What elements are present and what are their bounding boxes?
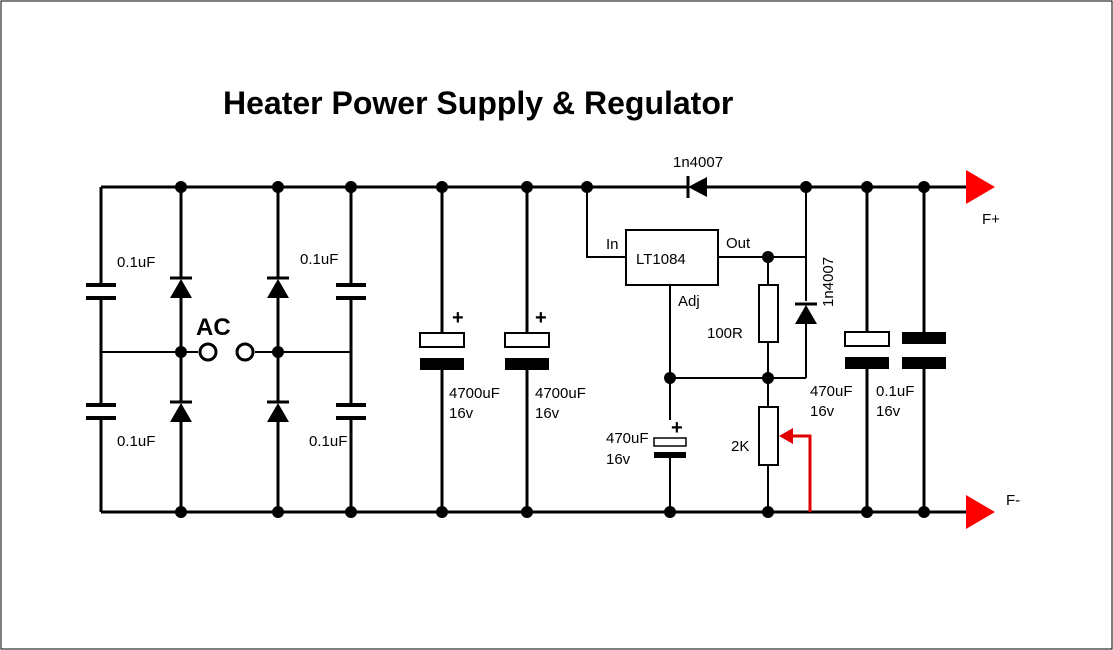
- cap-label-bottom-left: 0.1uF: [117, 433, 155, 450]
- diode-vertical-icon: [795, 302, 817, 324]
- diode-vertical-label: 1n4007: [820, 257, 837, 307]
- filter-cap-1-value: 4700uF: [449, 385, 500, 402]
- output-cap-2-voltage: 16v: [876, 403, 901, 420]
- potentiometer-2k: [758, 406, 779, 466]
- filter-cap-2-voltage: 16v: [535, 405, 560, 422]
- regulator-ic: [625, 229, 719, 286]
- adj-capacitor: [653, 437, 687, 458]
- adj-cap-polarity: +: [671, 417, 683, 439]
- cap-bridge-top-left: [86, 283, 116, 300]
- cap-label-bottom-right: 0.1uF: [309, 433, 347, 450]
- diode-top-label: 1n4007: [673, 154, 723, 171]
- cap-bridge-bottom-right: [336, 403, 366, 420]
- diode-bridge-3-icon: [267, 276, 289, 298]
- output-cap-0.1uf: [902, 187, 946, 512]
- ac-input-label: AC: [196, 314, 231, 341]
- regulator-wiring: [586, 187, 807, 512]
- resistor-label: 100R: [707, 325, 743, 342]
- filter-cap-1-voltage: 16v: [449, 405, 474, 422]
- output-cap-2-value: 0.1uF: [876, 383, 914, 400]
- filter-cap-1: [419, 187, 465, 512]
- output-positive-label: F+: [982, 211, 1000, 228]
- adj-cap-voltage: 16v: [606, 451, 631, 468]
- cap-bridge-top-right: [336, 283, 366, 300]
- junction-dots: [175, 181, 930, 518]
- diagram-title: Heater Power Supply & Regulator: [223, 85, 733, 121]
- output-negative-label: F-: [1006, 492, 1020, 509]
- cap-label-top-right: 0.1uF: [300, 251, 338, 268]
- resistor-100r: [758, 284, 779, 343]
- bridge-rectifier: [99, 187, 353, 512]
- cap-label-top-left: 0.1uF: [117, 254, 155, 271]
- regulator-part-number: LT1084: [636, 251, 686, 268]
- ac-terminal-left-icon: [198, 342, 218, 362]
- output-cap-1-value: 470uF: [810, 383, 853, 400]
- regulator-pin-in: In: [606, 236, 619, 253]
- filter-cap-2: [504, 187, 550, 512]
- adj-cap-value: 470uF: [606, 430, 649, 447]
- cap-bridge-bottom-left: [86, 403, 116, 420]
- output-positive-arrow-icon: [966, 170, 995, 204]
- filter-cap-1-polarity: +: [452, 307, 464, 329]
- filter-cap-2-polarity: +: [535, 307, 547, 329]
- diode-bridge-2-icon: [170, 400, 192, 422]
- potentiometer-label: 2K: [731, 438, 749, 455]
- output-cap-470uf: [844, 187, 890, 512]
- potentiometer-wiper-arrow-icon: [779, 428, 812, 512]
- filter-cap-2-value: 4700uF: [535, 385, 586, 402]
- diode-top-icon: [686, 176, 707, 198]
- output-cap-1-voltage: 16v: [810, 403, 835, 420]
- ac-terminal-right-icon: [235, 342, 255, 362]
- diode-bridge-4-icon: [267, 400, 289, 422]
- diode-bridge-1-icon: [170, 276, 192, 298]
- regulator-pin-adj: Adj: [678, 293, 700, 310]
- output-negative-arrow-icon: [966, 495, 995, 529]
- regulator-pin-out: Out: [726, 235, 751, 252]
